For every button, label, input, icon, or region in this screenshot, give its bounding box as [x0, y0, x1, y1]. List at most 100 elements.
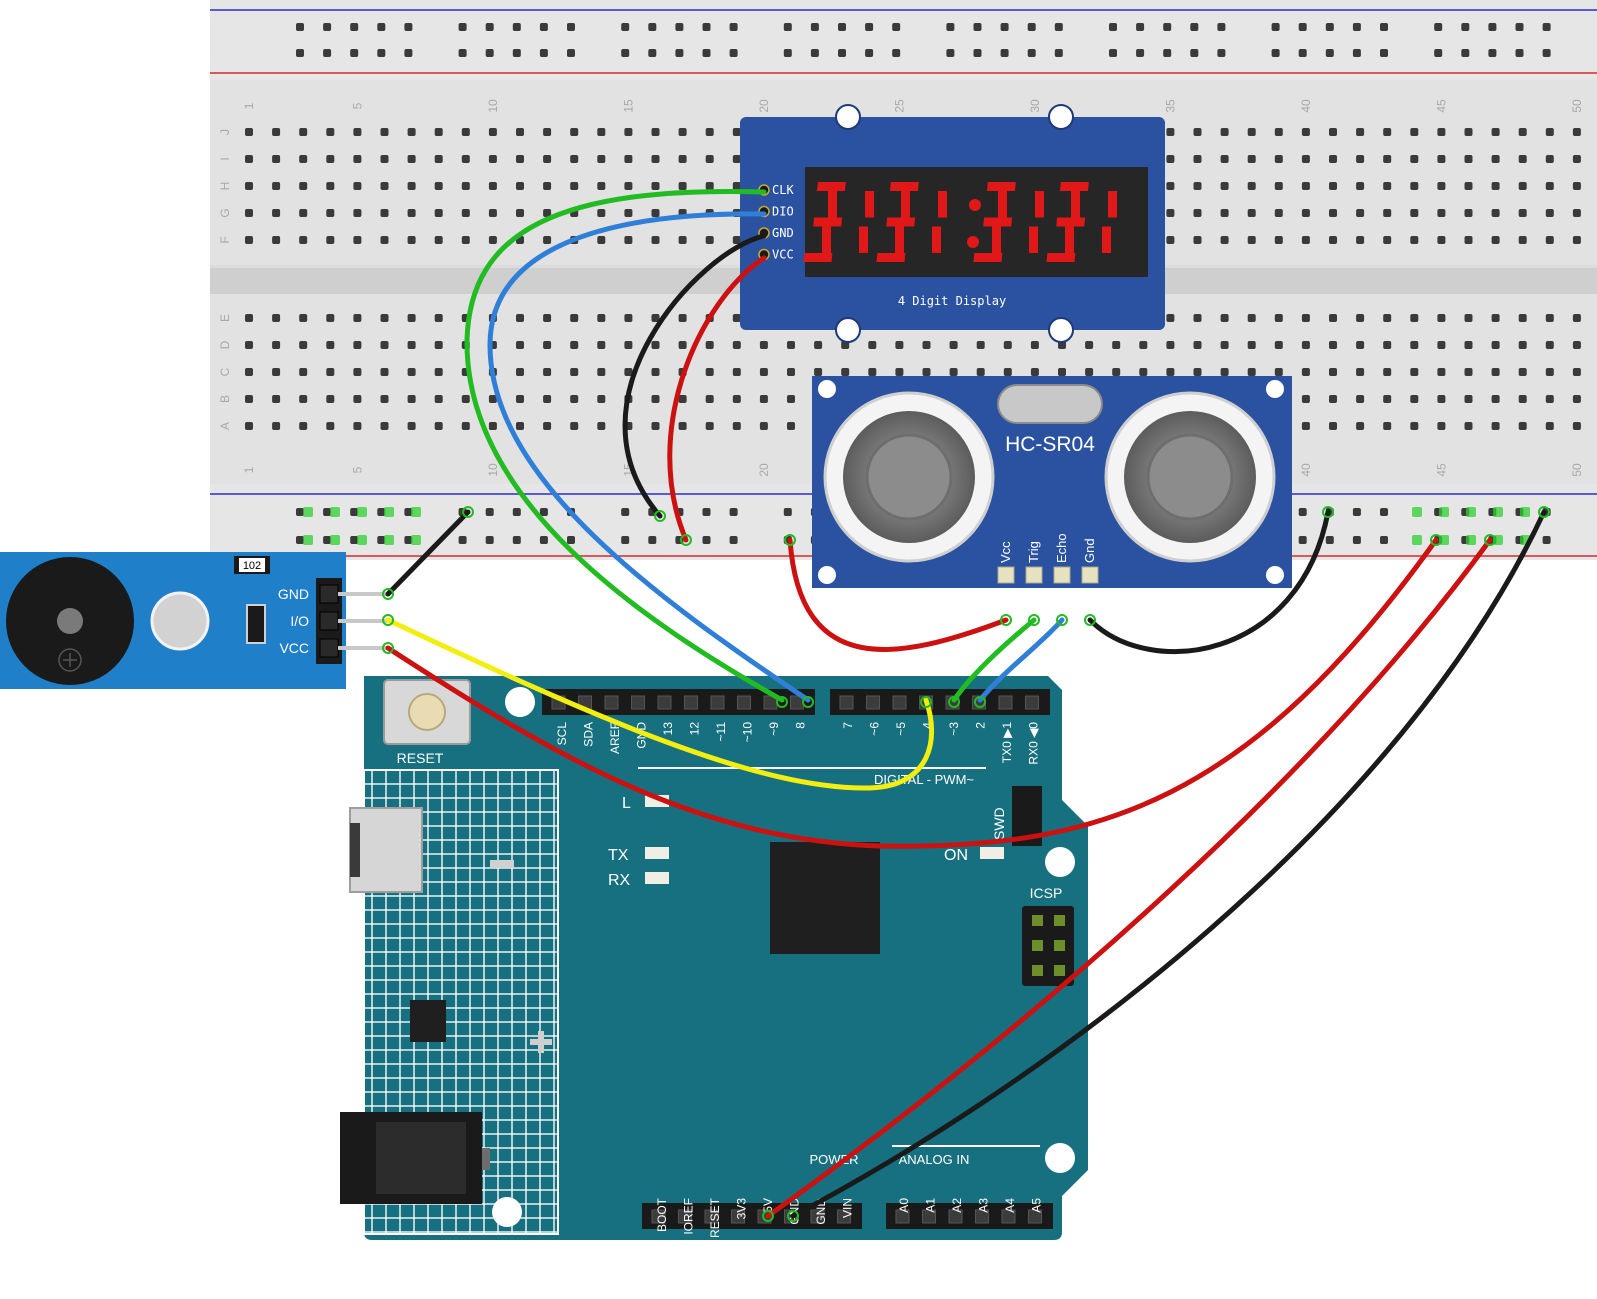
breadboard-hole: [759, 422, 768, 430]
analog-pin-label: A4: [1003, 1198, 1017, 1213]
rail-hole-highlight: [1412, 507, 1422, 517]
breadboard-hole: [461, 422, 470, 430]
rail-hole: [323, 536, 332, 544]
rail-hole: [377, 23, 386, 31]
breadboard-hole: [1383, 209, 1392, 217]
colon-dot: [969, 199, 981, 211]
breadboard-hole: [1301, 341, 1310, 349]
rail-hole: [539, 49, 548, 57]
breadboard-hole: [380, 395, 389, 403]
segment: [1046, 253, 1076, 262]
breadboard-hole: [434, 422, 443, 430]
rail-hole: [296, 49, 304, 57]
breadboard-hole: [1329, 128, 1337, 136]
digital-pin-label: ~5: [894, 722, 908, 736]
breadboard-hole: [624, 155, 633, 163]
rail-hole: [1217, 23, 1226, 31]
rail-hole: [567, 49, 575, 57]
breadboard-hole: [245, 341, 253, 349]
breadboard-hole: [245, 209, 253, 217]
header-socket: [895, 1209, 910, 1224]
breadboard-hole: [1247, 209, 1256, 217]
breadboard-hole: [1329, 155, 1337, 163]
breadboard-hole: [787, 341, 795, 349]
breadboard-hole: [1383, 395, 1392, 403]
breadboard-hole: [1491, 182, 1500, 190]
rail-hole: [1136, 23, 1145, 31]
breadboard-hole: [1301, 236, 1310, 244]
breadboard-hole: [1220, 128, 1229, 136]
breadboard-hole: [272, 128, 281, 136]
breadboard-hole: [380, 236, 389, 244]
power-pin-label: IOREF: [682, 1198, 696, 1235]
rail-hole: [865, 49, 874, 57]
power-header: [642, 1203, 862, 1229]
breadboard-hole: [272, 395, 281, 403]
rail-hole: [1027, 49, 1036, 57]
segment: [865, 191, 874, 218]
rail-hole: [1380, 23, 1388, 31]
breadboard-hole: [380, 422, 389, 430]
breadboard-hole: [543, 128, 552, 136]
analog-pin-label: A0: [897, 1198, 911, 1213]
breadboard-hole: [1193, 341, 1202, 349]
rail-hole: [729, 508, 738, 516]
breadboard-hole: [272, 182, 281, 190]
breadboard-hole: [1301, 155, 1310, 163]
breadboard-hole: [1193, 128, 1202, 136]
rail-hole: [783, 49, 792, 57]
rail-hole: [350, 536, 359, 544]
rail-hole: [350, 508, 359, 516]
rail-hole: [702, 536, 711, 544]
rail-hole: [512, 23, 521, 31]
wire-endpoint: [1028, 614, 1040, 626]
breadboard-hole: [488, 128, 497, 136]
breadboard-hole: [1329, 182, 1337, 190]
wire-endpoint: [1056, 614, 1068, 626]
breadboard-hole: [1464, 182, 1473, 190]
breadboard-hole: [1437, 209, 1446, 217]
breadboard-hole: [1058, 368, 1066, 376]
row-letter: H: [218, 182, 232, 191]
reset-button-cap[interactable]: [408, 693, 446, 731]
segment: [1035, 191, 1044, 218]
breadboard-hole: [1166, 236, 1175, 244]
usb-c-port[interactable]: [349, 807, 423, 893]
header-socket: [731, 1209, 745, 1224]
rail-hole: [1163, 23, 1172, 31]
analog-pin-label: A3: [977, 1198, 991, 1213]
breadboard-hole: [516, 368, 524, 376]
breadboard-hole: [1518, 236, 1527, 244]
icsp-header: [1022, 906, 1074, 986]
breadboard-hole: [1572, 314, 1581, 322]
power-pin-label: 3V3: [735, 1198, 749, 1220]
column-number: 50: [1570, 463, 1584, 477]
rail-hole-highlight: [1466, 507, 1476, 517]
breadboard-hole: [895, 368, 904, 376]
breadboard-hole: [245, 128, 253, 136]
breadboard-hole: [353, 209, 362, 217]
rail-hole: [1298, 23, 1307, 31]
segment: [803, 253, 833, 262]
breadboard-hole: [543, 182, 552, 190]
wire-endpoint: [948, 696, 960, 708]
breadboard-hole: [1274, 314, 1283, 322]
breadboard-hole: [868, 341, 877, 349]
wire-green-display-clk: [464, 188, 785, 703]
rail-hole: [1542, 23, 1551, 31]
rail-hole: [377, 508, 386, 516]
rail-hole: [1434, 23, 1443, 31]
digital-pin-label: SDA: [582, 722, 596, 747]
wire-endpoint: [920, 696, 932, 708]
row-letter: G: [218, 208, 232, 217]
resistor-code: 102: [243, 560, 261, 572]
breadboard-hole: [624, 128, 633, 136]
wire-endpoints: [382, 506, 1550, 1222]
grid-border: [363, 769, 559, 1235]
header-socket: [678, 1209, 692, 1224]
breadboard-hole: [1437, 341, 1446, 349]
segment: [1029, 226, 1038, 253]
breadboard-hole: [651, 209, 660, 217]
